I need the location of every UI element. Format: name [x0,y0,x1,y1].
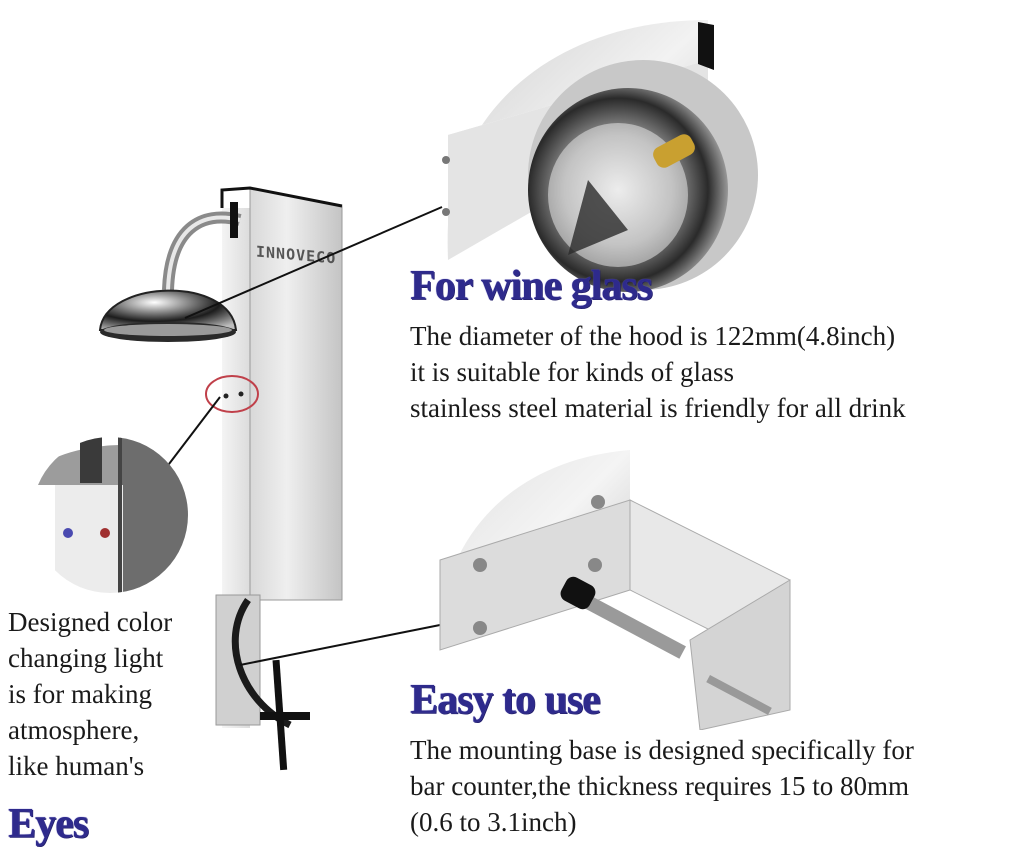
easy-to-use-line-1: The mounting base is designed specifical… [410,735,914,765]
hood-closeup [428,0,758,300]
easy-to-use-line-3: (0.6 to 3.1inch) [410,807,577,837]
led-closeup-graphic [32,437,188,593]
clamp-rubber-pad [560,576,596,610]
device-graphic [98,186,343,771]
wine-glass-description: The diameter of the hood is 122mm(4.8inc… [410,318,906,426]
wine-glass-line-2: it is suitable for kinds of glass [410,357,734,387]
easy-to-use-description: The mounting base is designed specifical… [410,732,914,840]
eyes-line-3: is for making [8,679,152,709]
clamp-closeup-graphic [439,450,791,730]
eyes-line-1: Designed color [8,607,173,637]
eyes-line-2: changing light [8,643,164,673]
led-blue-indicator [63,528,73,538]
led-highlight-circle [205,375,259,413]
eyes-description: Designed color changing light is for mak… [8,604,172,784]
eyes-line-4: atmosphere, [8,715,140,745]
eyes-heading: Eyes [8,801,89,847]
led-red-indicator [100,528,110,538]
wine-glass-line-3: stainless steel material is friendly for… [410,393,906,423]
eyes-line-5: like human's [8,751,145,781]
brass-nozzle [653,134,695,168]
led-closeup [30,435,190,595]
wine-glass-line-1: The diameter of the hood is 122mm(4.8inc… [410,321,896,351]
device-illustration: INNOVECO [90,180,370,780]
wine-glass-heading: For wine glass [410,263,653,309]
easy-to-use-heading: Easy to use [410,677,601,723]
clamp-closeup [430,440,800,730]
hood-closeup-graphic [442,20,758,292]
easy-to-use-line-2: bar counter,the thickness requires 15 to… [410,771,910,801]
